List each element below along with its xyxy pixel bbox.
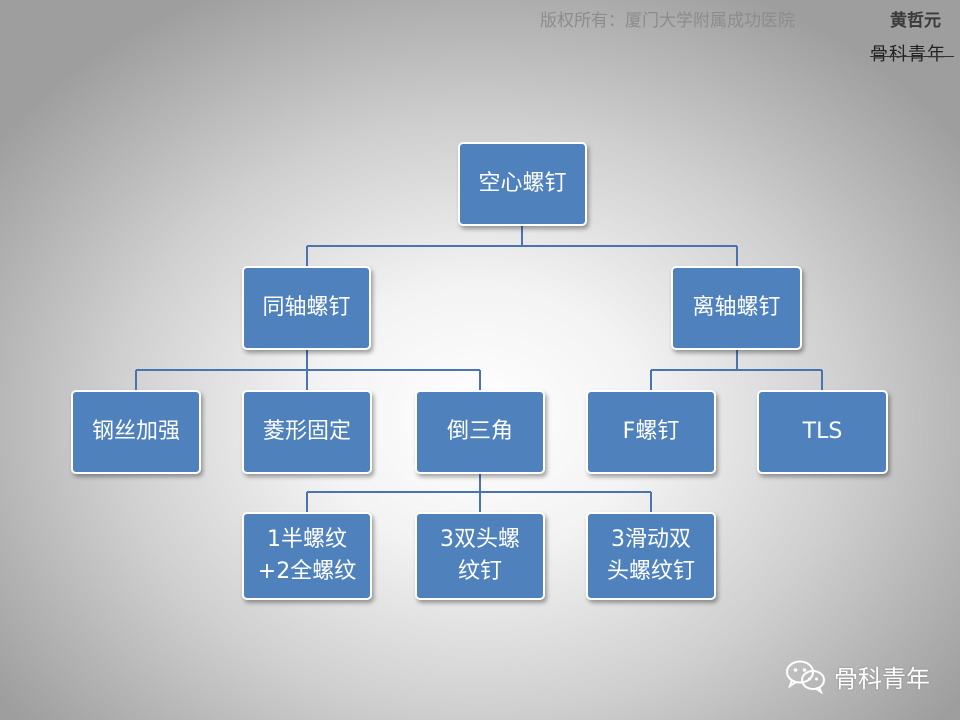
node-sliding-label: 3滑动双 头螺纹钉 bbox=[606, 527, 695, 584]
node-tls-label: TLS bbox=[802, 419, 843, 444]
brand-logo-text: 骨科青年 bbox=[870, 44, 946, 65]
connector-coaxial-children bbox=[135, 350, 481, 390]
watermark-text: 骨科青年 bbox=[834, 664, 930, 693]
node-diamond-fixation: 菱形固定 bbox=[242, 390, 372, 474]
node-coaxial-screw: 同轴螺钉 bbox=[242, 266, 371, 350]
node-double-thread-label: 3双头螺 纹钉 bbox=[440, 527, 520, 584]
node-tls: TLS bbox=[757, 390, 888, 474]
connector-offaxis-children bbox=[650, 350, 823, 390]
node-half-full-label: 1半螺纹 +2全螺纹 bbox=[257, 527, 357, 584]
brand-logo: 骨科青年 bbox=[870, 40, 958, 68]
node-diamond-label: 菱形固定 bbox=[262, 419, 351, 444]
author-name: 黄哲元 bbox=[890, 11, 941, 31]
node-double-thread: 3双头螺 纹钉 bbox=[415, 512, 545, 600]
node-f-screw: F螺钉 bbox=[586, 390, 716, 474]
copyright-text: 版权所有：厦门大学附属成功医院 bbox=[540, 11, 795, 31]
node-root: 空心螺钉 bbox=[458, 142, 587, 226]
copyright-header: 版权所有：厦门大学附属成功医院 黄哲元 bbox=[540, 6, 960, 32]
watermark: 骨科青年 bbox=[784, 656, 954, 696]
node-sliding-double-thread: 3滑动双 头螺纹钉 bbox=[586, 512, 716, 600]
node-coaxial-label: 同轴螺钉 bbox=[262, 295, 351, 320]
connector-root-level1 bbox=[306, 226, 738, 266]
wechat-icon bbox=[786, 660, 825, 694]
node-offaxis-label: 离轴螺钉 bbox=[692, 295, 781, 320]
connector-triangle-children bbox=[306, 474, 652, 512]
node-inverted-triangle: 倒三角 bbox=[415, 390, 545, 474]
node-triangle-label: 倒三角 bbox=[446, 419, 513, 444]
node-root-label: 空心螺钉 bbox=[478, 171, 567, 196]
node-half-full-thread: 1半螺纹 +2全螺纹 bbox=[242, 512, 372, 600]
node-f-screw-label: F螺钉 bbox=[622, 419, 680, 444]
node-offaxis-screw: 离轴螺钉 bbox=[671, 266, 802, 350]
node-wire-label: 钢丝加强 bbox=[91, 419, 180, 444]
logo-strike-line bbox=[870, 56, 954, 57]
node-wire-reinforcement: 钢丝加强 bbox=[71, 390, 201, 474]
